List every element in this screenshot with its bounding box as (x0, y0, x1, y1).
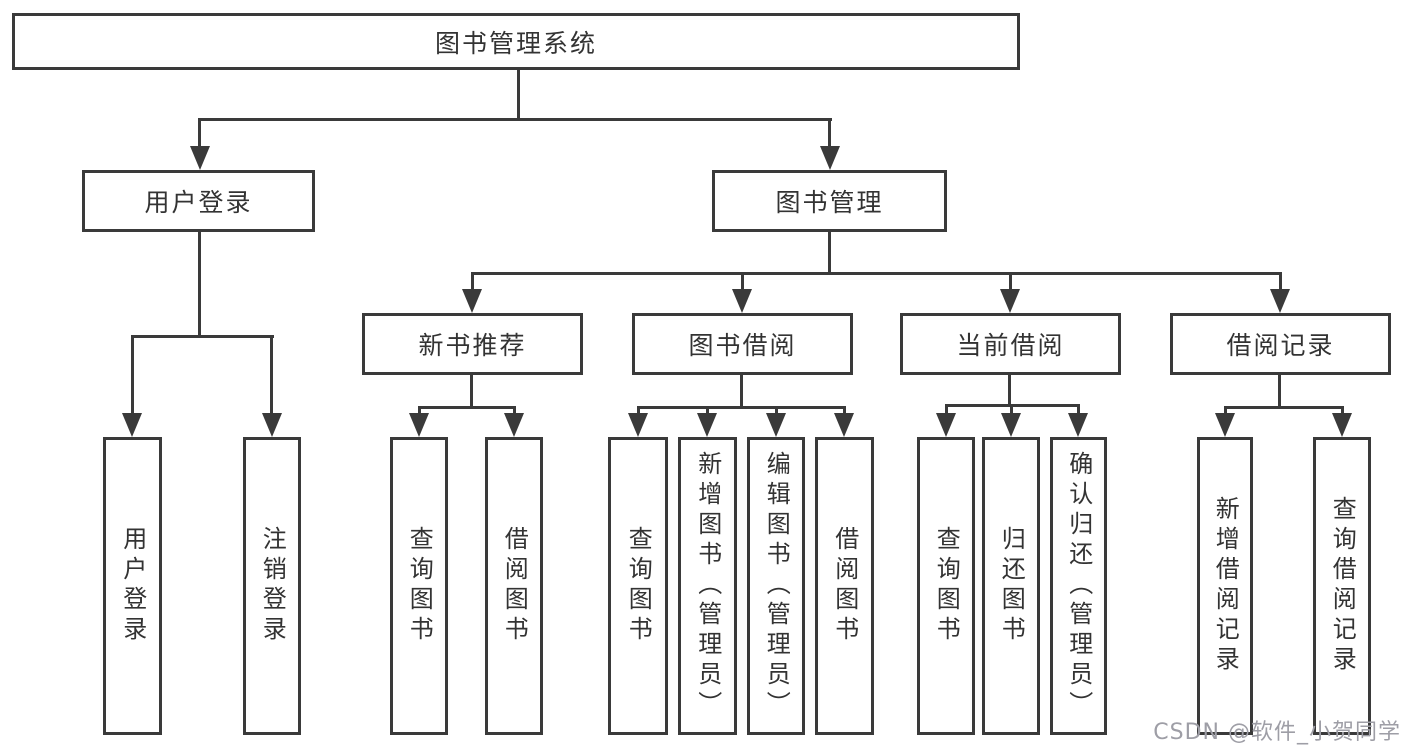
edge-stem-current-borrow (1009, 274, 1012, 292)
node-new-book-recommend: 新书推荐 (362, 313, 583, 375)
leaf-edit-book-admin: 编辑图书（管理员） (747, 437, 805, 735)
arrow-down-icon (936, 413, 956, 437)
leaf-add-borrow-record: 新增借阅记录 (1197, 437, 1253, 735)
edge-stem-new-book-recommend (471, 274, 474, 292)
leaf-label: 新增借阅记录 (1211, 496, 1240, 676)
node-label: 用户登录 (144, 188, 253, 217)
node-current-borrow: 当前借阅 (900, 313, 1121, 375)
arrow-down-icon (766, 413, 786, 437)
edge-book-borrow-trunk (740, 375, 743, 408)
node-library-system: 图书管理系统 (12, 13, 1020, 70)
arrow-down-icon (628, 413, 648, 437)
edge-stem-leaf (706, 406, 709, 418)
edge-book-mgmt-rail (471, 272, 1282, 275)
leaf-label: 查询借阅记录 (1328, 496, 1357, 676)
arrow-down-icon (122, 413, 142, 437)
edge-user-login-rail (131, 335, 274, 338)
edge-new-book-trunk (470, 375, 473, 408)
leaf-query-borrow-record: 查询借阅记录 (1313, 437, 1371, 735)
leaf-return-book: 归还图书 (982, 437, 1040, 735)
edge-borrow-record-trunk (1278, 375, 1281, 408)
arrow-down-icon (732, 289, 752, 313)
edge-new-book-rail (418, 406, 516, 409)
arrow-down-icon (462, 289, 482, 313)
arrow-down-icon (262, 413, 282, 437)
edge-stem-borrow-record (1279, 274, 1282, 292)
edge-stem-user-login (198, 120, 201, 150)
leaf-query-book-borrow: 查询图书 (608, 437, 668, 735)
node-label: 借阅记录 (1226, 331, 1335, 360)
node-borrow-record: 借阅记录 (1170, 313, 1391, 375)
edge-stem-leaf (945, 404, 948, 418)
node-label: 当前借阅 (956, 331, 1065, 360)
edge-stem-leaf (1224, 406, 1227, 418)
leaf-label: 归还图书 (997, 526, 1026, 646)
arrow-down-icon (1068, 413, 1088, 437)
node-book-management: 图书管理 (712, 170, 947, 232)
leaf-borrow-book: 借阅图书 (815, 437, 874, 735)
edge-stem-book-management (828, 120, 831, 150)
node-label: 新书推荐 (418, 331, 527, 360)
leaf-label: 借阅图书 (830, 526, 859, 646)
arrow-down-icon (834, 413, 854, 437)
leaf-query-book-recommend: 查询图书 (390, 437, 448, 735)
arrow-down-icon (1215, 413, 1235, 437)
edge-stem-leaf (1010, 404, 1013, 418)
leaf-label: 查询图书 (624, 526, 653, 646)
edge-borrow-record-rail (1224, 406, 1344, 409)
leaf-add-book-admin: 新增图书（管理员） (678, 437, 737, 735)
arrow-down-icon (1001, 413, 1021, 437)
leaf-confirm-return-admin: 确认归还（管理员） (1050, 437, 1107, 735)
leaf-label: 借阅图书 (500, 526, 529, 646)
edge-stem-leaf (418, 406, 421, 418)
edge-stem-leaf (775, 406, 778, 418)
node-label: 图书管理 (775, 188, 884, 217)
leaf-user-login: 用户登录 (103, 437, 162, 735)
edge-stem-leaf (131, 337, 134, 415)
edge-stem-leaf (513, 406, 516, 418)
leaf-label: 新增图书（管理员） (693, 451, 722, 721)
leaf-label: 用户登录 (118, 526, 147, 646)
edge-stem-leaf (843, 406, 846, 418)
arrow-down-icon (1270, 289, 1290, 313)
edge-stem-leaf (1341, 406, 1344, 418)
leaf-label: 注销登录 (258, 526, 287, 646)
csdn-watermark: CSDN @软件_小贺同学 (1153, 720, 1401, 745)
leaf-label: 查询图书 (405, 526, 434, 646)
edge-stem-book-borrow (741, 274, 744, 292)
edge-stem-leaf (270, 337, 273, 415)
edge-stem-leaf (637, 406, 640, 418)
edge-user-login-trunk (198, 232, 201, 337)
node-book-borrow: 图书借阅 (632, 313, 853, 375)
arrow-down-icon (1332, 413, 1352, 437)
edge-book-borrow-rail (637, 406, 846, 409)
arrow-down-icon (820, 146, 840, 170)
edge-root-rail (198, 118, 832, 121)
arrow-down-icon (697, 413, 717, 437)
arrow-down-icon (190, 146, 210, 170)
leaf-borrow-book-recommend: 借阅图书 (485, 437, 543, 735)
node-user-login: 用户登录 (82, 170, 315, 232)
leaf-label: 确认归还（管理员） (1064, 451, 1093, 721)
leaf-query-current-borrow: 查询图书 (917, 437, 975, 735)
arrow-down-icon (409, 413, 429, 437)
node-label: 图书借阅 (688, 331, 797, 360)
edge-current-borrow-trunk (1008, 375, 1011, 406)
edge-book-mgmt-trunk (828, 232, 831, 274)
edge-stem-leaf (1077, 404, 1080, 418)
arrow-down-icon (504, 413, 524, 437)
node-label: 图书管理系统 (434, 28, 597, 58)
leaf-label: 查询图书 (932, 526, 961, 646)
leaf-label: 编辑图书（管理员） (762, 451, 791, 721)
leaf-logout: 注销登录 (243, 437, 301, 735)
edge-root-trunk (517, 68, 520, 120)
arrow-down-icon (1000, 289, 1020, 313)
